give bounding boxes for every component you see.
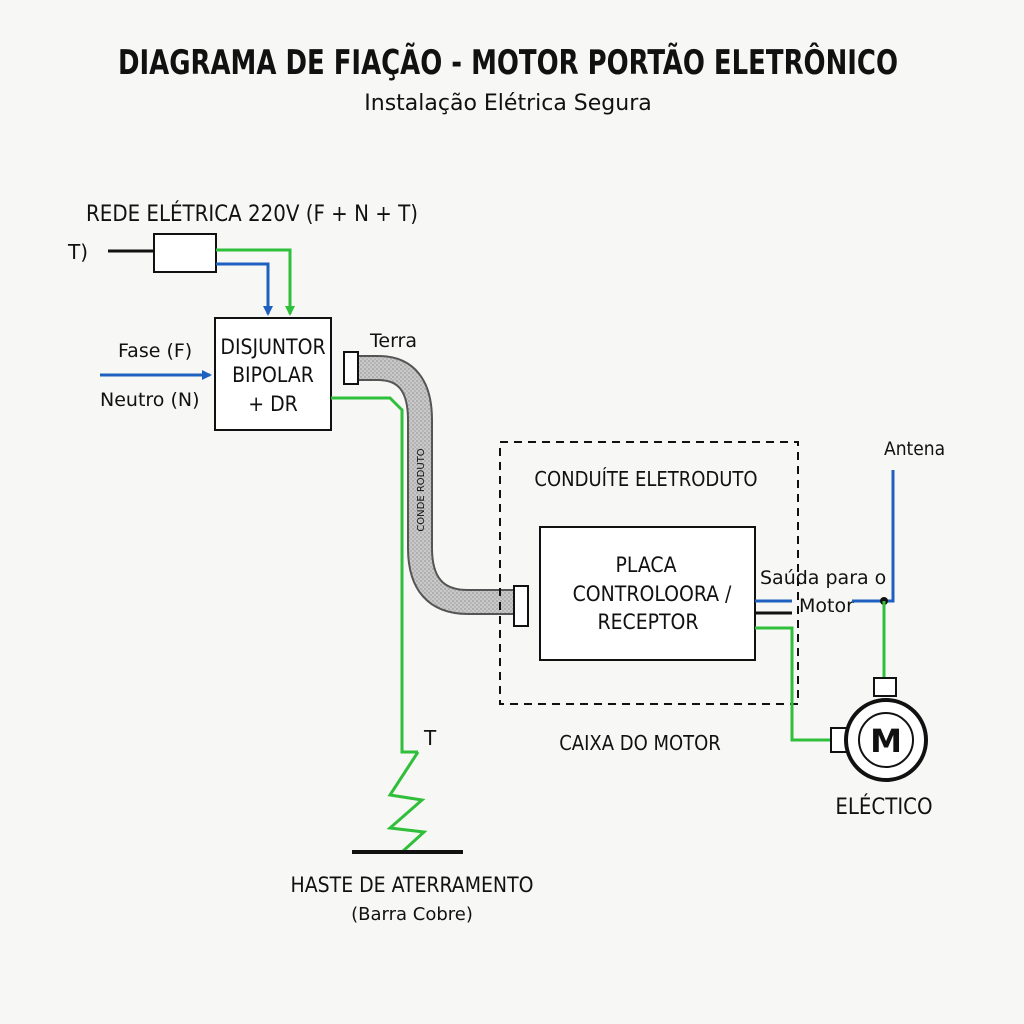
board-line2: CONTROLOORA / <box>573 582 732 606</box>
supply-blue-wire <box>216 262 273 316</box>
enclosure-bottom-label: CAIXA DO MOTOR <box>559 731 721 755</box>
breaker-line2: BIPOLAR <box>232 363 314 387</box>
supply-label: REDE ELÉTRICA 220V (F + N + T) <box>86 201 418 227</box>
conduit-fitting-bottom <box>513 585 529 627</box>
motor-label: ELÉCTICO <box>835 794 932 820</box>
motor-top-terminal <box>873 677 897 697</box>
controller-board <box>539 526 756 661</box>
conduit-body <box>351 357 515 613</box>
supply-green-wire <box>216 248 295 316</box>
supply-t-label: T) <box>67 240 88 264</box>
ground-zigzag <box>386 751 428 854</box>
terra-label: Terra <box>369 330 417 352</box>
ground-label: HASTE DE ATERRAMENTO <box>291 873 534 897</box>
motor-symbol: M <box>870 722 902 760</box>
diagram-subtitle: Instalação Elétrica Segura <box>364 91 651 116</box>
neutro-label: Neutro (N) <box>100 389 200 411</box>
board-line3: RECEPTOR <box>597 610 698 634</box>
enclosure-top-label: CONDUÍTE ELETRODUTO <box>534 467 757 491</box>
breaker-box <box>214 317 332 431</box>
output-label-line2: Motor <box>799 595 854 617</box>
diagram-title: DIAGRAMA DE FIAÇÃO - MOTOR PORTÃO ELETRÔ… <box>118 42 898 83</box>
motor-body <box>844 698 928 782</box>
ground-sublabel: (Barra Cobre) <box>351 904 473 925</box>
conduit-label: CONDE RODUTO <box>416 448 427 531</box>
breaker-line3: + DR <box>248 392 298 416</box>
ground-wire <box>331 396 418 754</box>
ground-t-label: T <box>423 726 437 750</box>
breaker-line1: DISJUNTOR <box>220 335 325 359</box>
board-motor-green-wire <box>755 626 832 742</box>
board-line1: PLACA <box>615 553 676 577</box>
motor-inner-ring <box>858 712 914 768</box>
supply-box <box>153 233 217 273</box>
conduit-fitting-top <box>343 351 359 385</box>
fase-label: Fase (F) <box>118 340 192 362</box>
output-label-line1: Saúda para o <box>760 567 886 589</box>
antenna-label: Antena <box>884 438 945 460</box>
